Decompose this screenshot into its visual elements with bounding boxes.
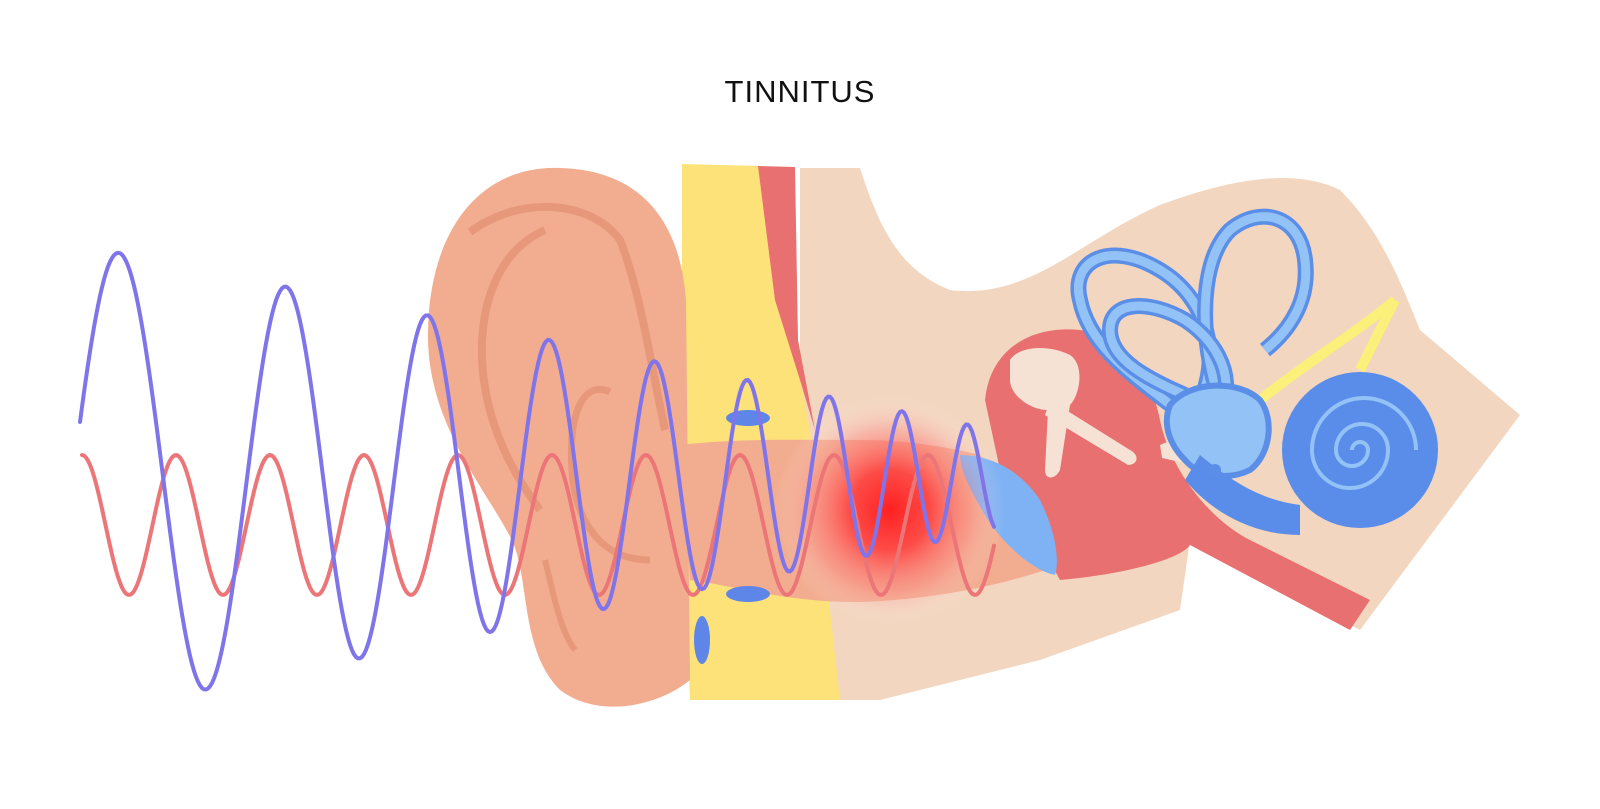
sound-wave-blue (78, 250, 996, 692)
page-title: TINNITUS (724, 74, 876, 109)
middle-ear-cavity (985, 329, 1370, 630)
vestibule (1163, 382, 1272, 479)
helix-fold (467, 203, 669, 431)
lobe-fold (542, 559, 578, 652)
round-window (1209, 464, 1221, 476)
canal-superior-fill (1200, 212, 1311, 387)
canal-lateral-fill (1105, 301, 1231, 400)
cochlea-spiral (1309, 396, 1418, 490)
incus (1045, 400, 1137, 465)
vessel-lower (726, 586, 770, 602)
antihelix-fold (477, 226, 547, 513)
concha-fold (567, 385, 651, 564)
outer-ear-icon (427, 167, 690, 707)
vessel-small (694, 616, 710, 664)
pain-glow-icon (775, 395, 1005, 625)
muscle-strip (758, 166, 815, 430)
cochlea (1185, 372, 1438, 535)
semicircular-canals (1070, 208, 1314, 479)
malleus (1010, 348, 1080, 478)
outer-ear (427, 167, 690, 707)
auditory-nerve (1256, 296, 1400, 404)
